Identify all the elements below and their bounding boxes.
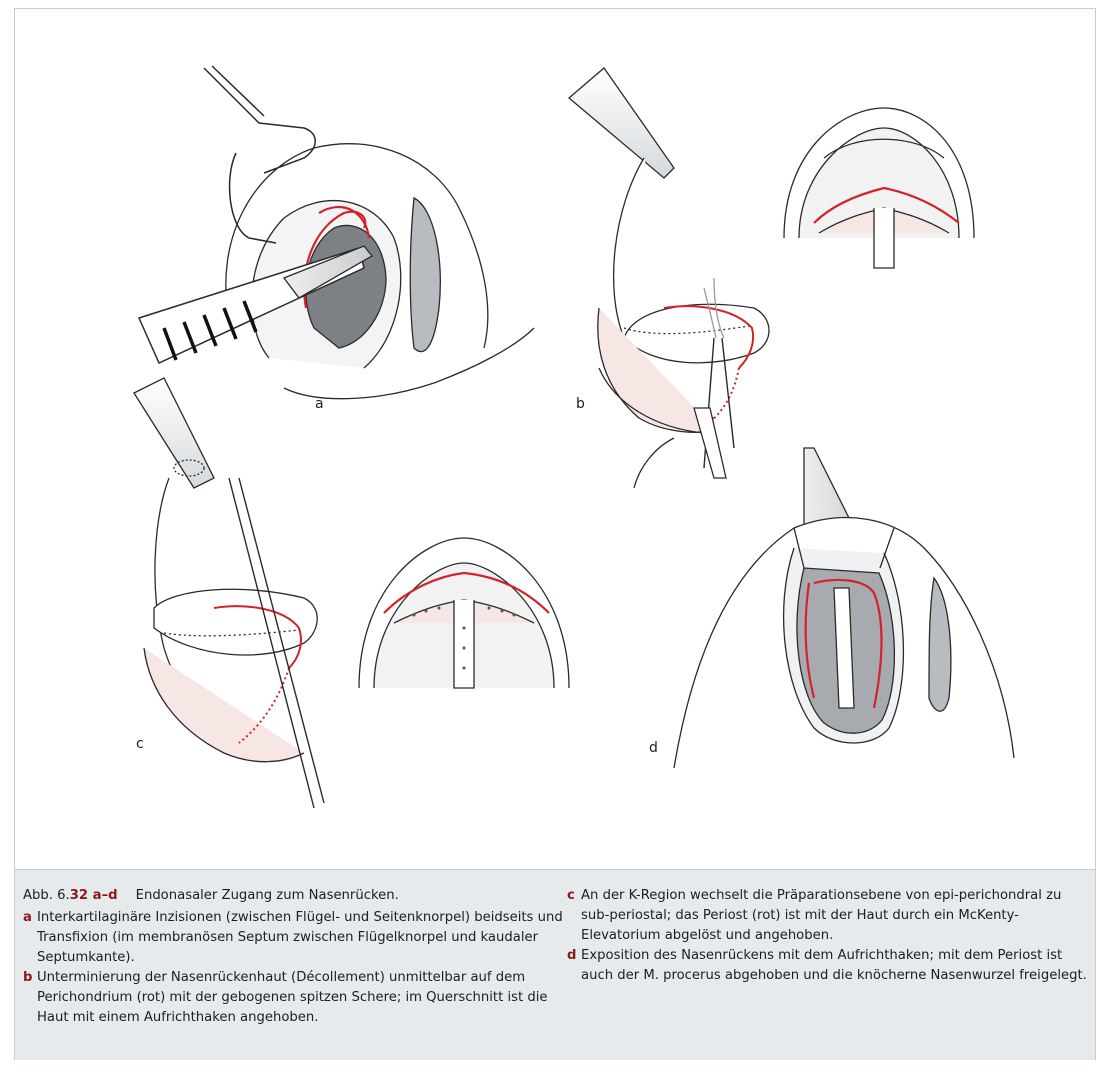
caption-item-d: d Exposition des Nasenrückens mit dem Au… [567,946,1087,986]
panel-c-illustration [133,377,570,809]
figure-caption: Abb. 6.32 a–d Endonasaler Zugang zum Nase… [14,870,1096,1060]
caption-right-column: c An der K-Region wechselt die Präparati… [567,886,1087,986]
caption-item-a: a Interkartilaginäre Inzisionen (zwische… [23,908,563,968]
caption-item-text: Exposition des Nasenrückens mit dem Aufr… [581,948,1087,983]
caption-item-letter: b [23,970,33,985]
caption-left-column: Abb. 6.32 a–d Endonasaler Zugang zum Nase… [23,886,563,1028]
panel-label-c: c [136,736,144,752]
caption-item-c: c An der K-Region wechselt die Präparati… [567,886,1087,946]
caption-item-letter: c [567,888,575,903]
panel-d-illustration [673,447,1015,769]
caption-item-letter: a [23,910,32,925]
panel-label-d: d [649,740,658,756]
panel-a-illustration [137,65,535,400]
caption-title: Abb. 6.32 a–d Endonasaler Zugang zum Nase… [23,886,563,906]
caption-item-text: An der K-Region wechselt die Präparation… [581,888,1062,943]
panel-label-a: a [315,396,324,412]
caption-item-text: Interkartilaginäre Inzisionen (zwischen … [37,910,563,965]
panel-b-illustration [567,67,975,489]
caption-item-letter: d [567,948,577,963]
caption-title-text: Endonasaler Zugang zum Nasenrücken. [135,888,399,903]
caption-item-b: b Unterminierung der Nasenrückenhaut (Dé… [23,968,563,1028]
caption-item-text: Unterminierung der Nasenrückenhaut (Déco… [37,970,548,1025]
panel-label-b: b [576,396,585,412]
caption-label-number: 32 a–d [69,888,118,903]
caption-label-prefix: Abb. 6. [23,888,70,903]
figure-illustration [133,65,1015,809]
